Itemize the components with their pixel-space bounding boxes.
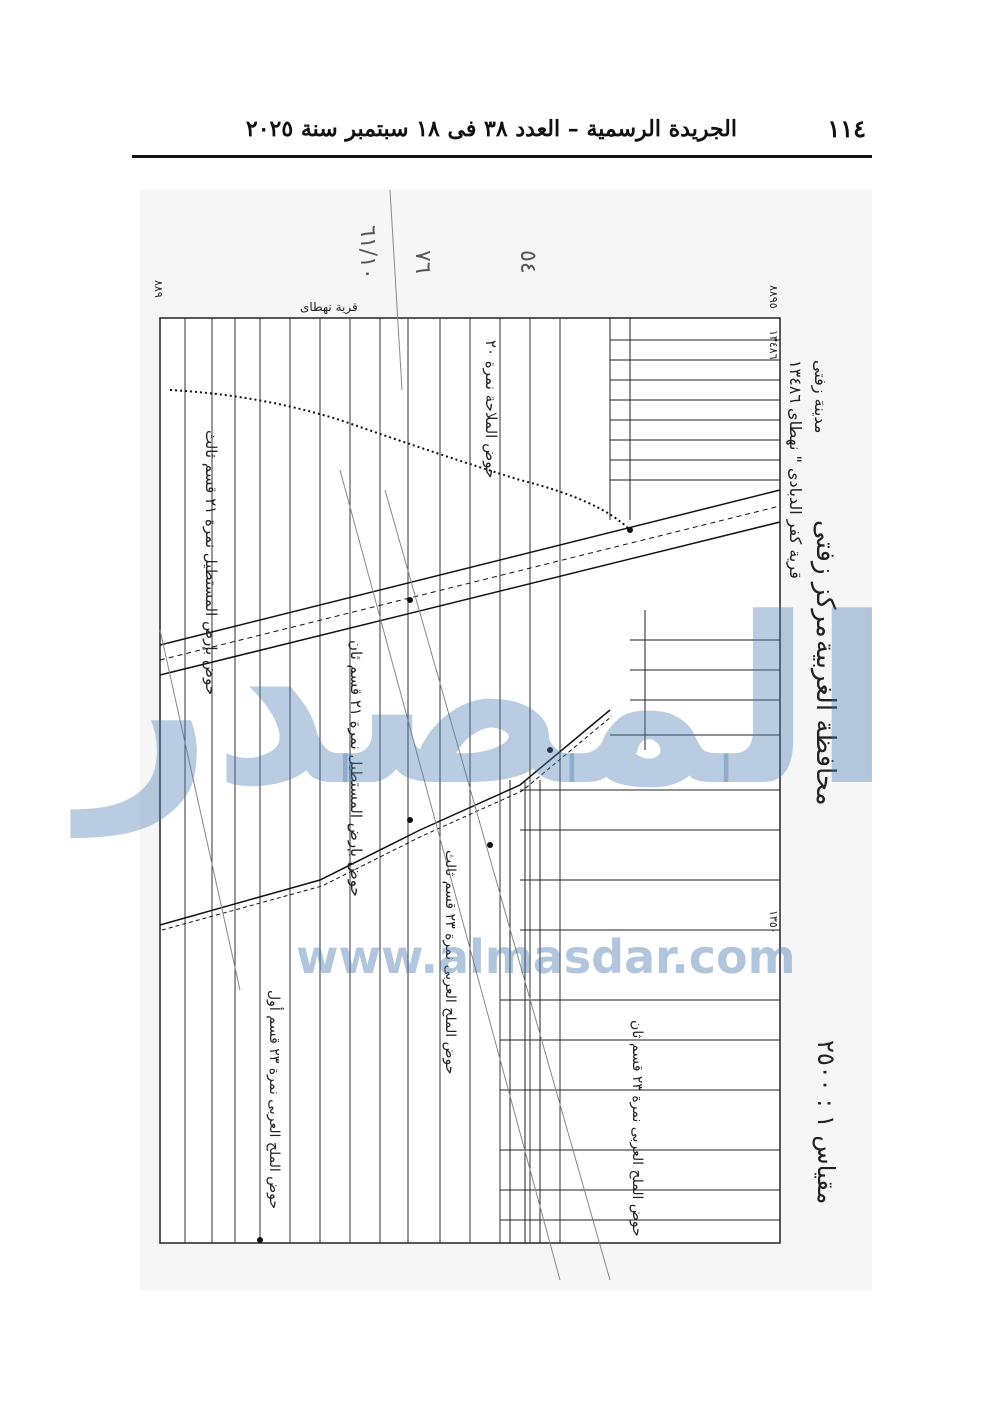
grid-label-1: ٨٨٩ — [152, 280, 165, 298]
village-line: قرية كفر الدبادى " نهطاى ١٣٤٨٦ — [786, 360, 805, 579]
map-drawing — [159, 190, 781, 1281]
watermark-url: www.almasdar.com — [296, 930, 796, 984]
handwritten-3: ٦١/١٠ — [355, 225, 380, 280]
basin-label-5: حوض الملح العربى نمرة ٢٣ قسم ثان — [629, 1020, 645, 1237]
village-label: قرية نهطاى — [300, 300, 358, 314]
handwritten-2: ٧٦ — [410, 250, 435, 274]
header-rule — [132, 155, 872, 158]
page-header: ١١٤ الجريدة الرسمية – العدد ٣٨ فى ١٨ سبت… — [132, 112, 872, 152]
handwritten-1: ٥٤ — [515, 250, 540, 274]
issue-line: الجريدة الرسمية – العدد ٣٨ فى ١٨ سبتمبر … — [245, 116, 737, 142]
watermark-brand: المصدر — [80, 570, 895, 837]
grid-label-4: ١٣٤٨٦ — [767, 330, 780, 360]
grid-label-2: ٨٨٩٥ — [767, 285, 780, 309]
scale-label: مقياس ١ : ٢٥٠٠ — [812, 1040, 840, 1205]
cadastral-map: مدينة زفتى قرية كفر الدبادى " نهطاى ١٣٤٨… — [140, 190, 872, 1290]
basin-label-6: حوض الملح العربى نمرة ٢٣ قسم أول — [266, 990, 282, 1210]
basin-label-1: حوض الملاحة نمرة ٢٠ — [482, 340, 500, 479]
city-label: مدينة زفتى — [811, 360, 830, 434]
page-number: ١١٤ — [827, 114, 866, 143]
